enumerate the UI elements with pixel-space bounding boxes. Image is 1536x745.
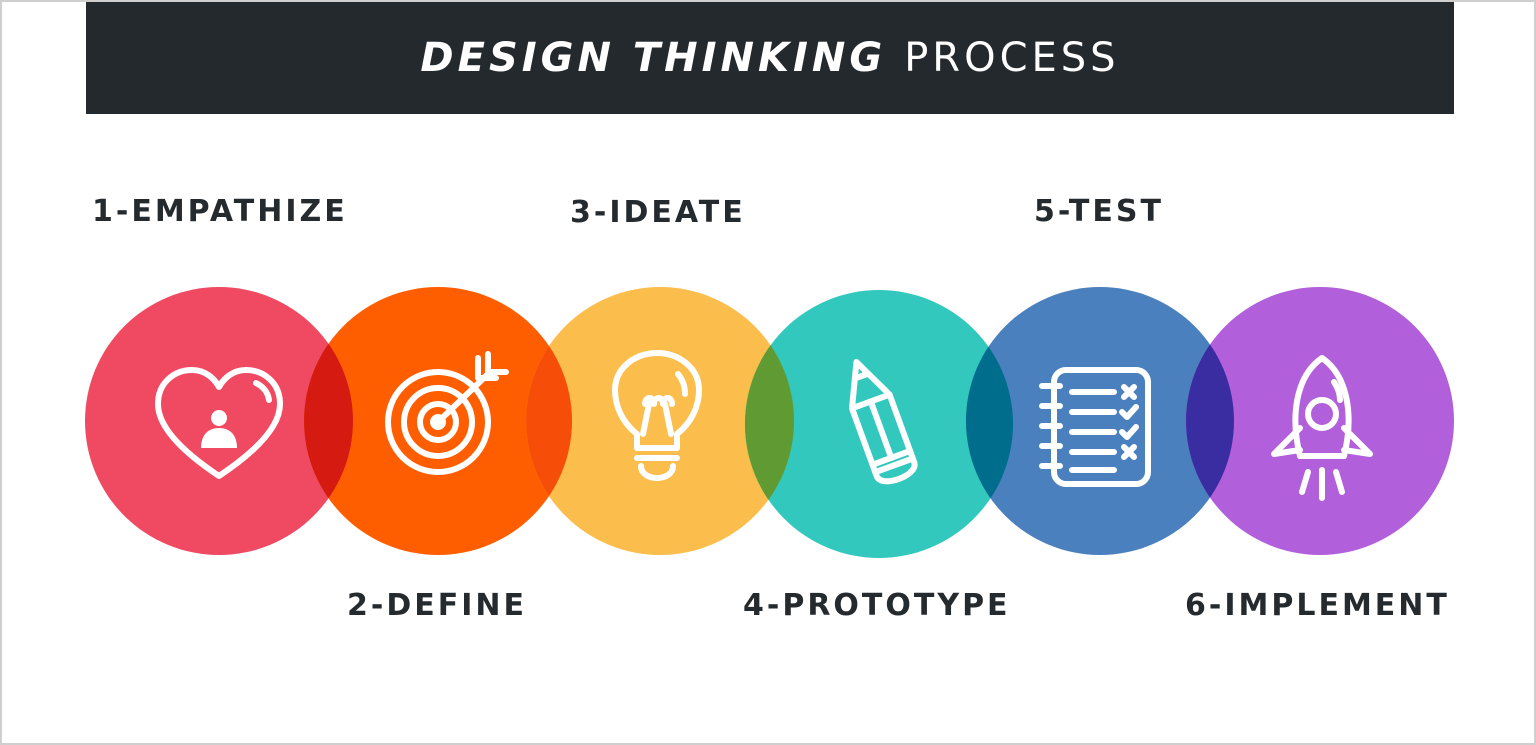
step-label-ideate: 3-IDEATE bbox=[570, 195, 746, 230]
step-label-test: 5-TEST bbox=[1034, 194, 1164, 229]
rocket-icon bbox=[1271, 355, 1373, 501]
step-label-empathize: 1-EMPATHIZE bbox=[92, 194, 348, 229]
title-banner: DESIGN THINKING PROCESS bbox=[86, 2, 1454, 114]
step-label-implement: 6-IMPLEMENT bbox=[1185, 588, 1450, 623]
circle-test bbox=[966, 287, 1234, 555]
step-label-prototype: 4-PROTOTYPE bbox=[743, 588, 1011, 623]
checklist-icon bbox=[1039, 367, 1151, 487]
heart-person-icon bbox=[155, 367, 283, 479]
circle-implement bbox=[1186, 287, 1454, 555]
lightbulb-icon bbox=[612, 350, 702, 481]
pencil-icon bbox=[848, 358, 918, 485]
title-light-text: PROCESS bbox=[904, 35, 1120, 81]
step-label-define: 2-DEFINE bbox=[347, 588, 527, 623]
circle-ideate bbox=[526, 287, 794, 555]
target-icon bbox=[385, 351, 509, 475]
title-bold-text: DESIGN THINKING bbox=[420, 35, 887, 81]
